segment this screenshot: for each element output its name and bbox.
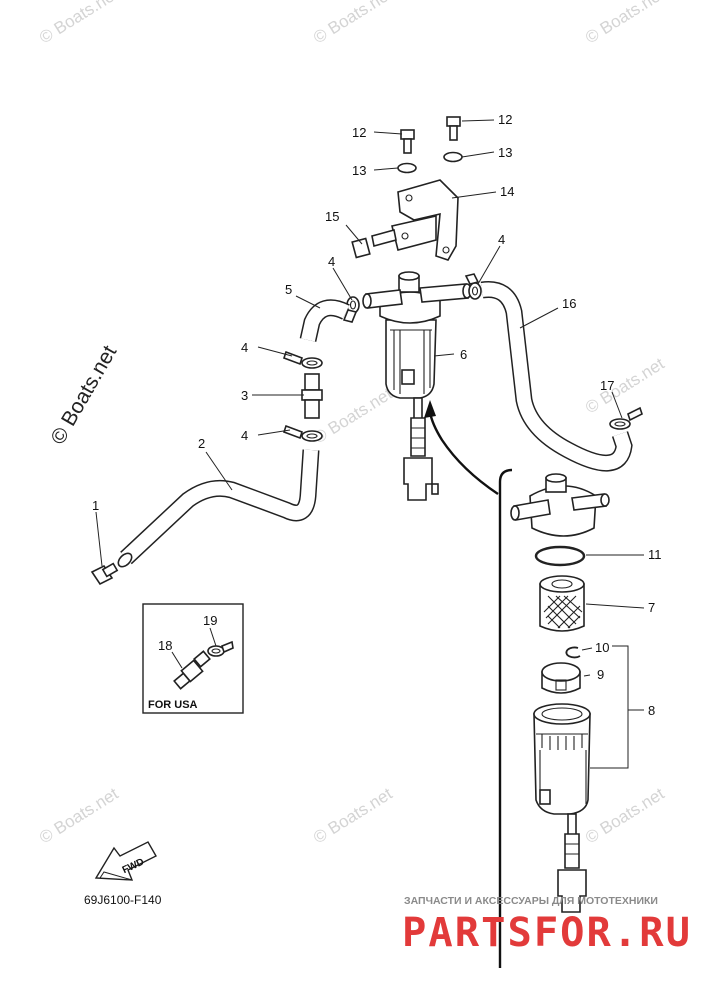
callout-4-filter-right: 4 <box>498 232 505 247</box>
watermark-mid-right: © Boats.net <box>582 354 668 417</box>
exploded-view-frame <box>498 468 513 968</box>
clip-17 <box>609 406 643 430</box>
bracket-14 <box>391 179 459 261</box>
callout-12-left: 12 <box>352 125 366 140</box>
washer-13-left <box>397 162 417 174</box>
callouts: 1 2 3 4 4 4 4 5 6 7 8 9 10 11 12 12 13 1… <box>92 112 662 718</box>
callout-5: 5 <box>285 282 292 297</box>
callout-7: 7 <box>648 600 655 615</box>
callout-4-filter-left: 4 <box>328 254 335 269</box>
callout-17: 17 <box>600 378 614 393</box>
callout-13-left: 13 <box>352 163 366 178</box>
diagram-code: 69J6100-F140 <box>84 893 162 907</box>
callout-12-right: 12 <box>498 112 512 127</box>
watermark-mid-center: © Boats.net <box>310 384 396 447</box>
inset-label: FOR USA <box>148 699 198 711</box>
washer-13-right <box>443 151 463 163</box>
joint-18 <box>173 650 211 690</box>
callout-15: 15 <box>325 209 339 224</box>
bolt-12-right <box>446 116 461 141</box>
inset-for-usa: FOR USA <box>142 603 244 714</box>
hose-5-inner <box>301 300 350 342</box>
direction-arrow <box>428 411 499 495</box>
clip-4-lower <box>282 424 323 442</box>
callout-9: 9 <box>597 667 604 682</box>
callout-19: 19 <box>203 613 217 628</box>
watermark-top-right: © Boats.net <box>582 0 668 47</box>
watermark-bottom-center: © Boats.net <box>310 784 396 847</box>
bolt-12-left <box>400 129 415 154</box>
watermark-bottom-left: © Boats.net <box>36 784 122 847</box>
callout-11: 11 <box>648 547 662 562</box>
footer-tagline: ЗАПЧАСТИ И АКСЕССУАРЫ ДЛЯ МОТОТЕХНИКИ <box>404 895 658 907</box>
filter-head <box>510 473 610 537</box>
plug-1 <box>90 562 119 586</box>
watermark-top-left: © Boats.net <box>36 0 122 47</box>
element-7 <box>539 575 585 632</box>
fwd-arrow-icon: FWD <box>94 841 157 881</box>
clip-4-upper <box>282 350 323 369</box>
cup-8 <box>533 703 591 913</box>
watermark-bottom-right: © Boats.net <box>582 784 668 847</box>
callout-8: 8 <box>648 703 655 718</box>
callout-13-right: 13 <box>498 145 512 160</box>
callout-6: 6 <box>460 347 467 362</box>
clip-4-filter-right <box>464 273 482 300</box>
fuel-filter-6 <box>362 271 472 501</box>
float-9 <box>541 662 581 694</box>
callout-1: 1 <box>92 498 99 513</box>
callout-16: 16 <box>562 296 576 311</box>
leader-lines <box>95 119 645 769</box>
footer-brand: PARTSFOR.RU <box>402 910 692 956</box>
callout-4-upper-left: 4 <box>241 340 248 355</box>
callout-18: 18 <box>158 638 172 653</box>
watermark-top-center: © Boats.net <box>310 0 396 47</box>
hose-2-inner <box>121 449 318 564</box>
screw-15 <box>351 229 397 259</box>
callout-3: 3 <box>241 388 248 403</box>
callout-14: 14 <box>500 184 514 199</box>
joint-3 <box>301 373 323 419</box>
watermark-side: © Boats.net <box>46 342 121 449</box>
hose-16-inner <box>480 282 632 471</box>
callout-4-lower-left: 4 <box>241 428 248 443</box>
spring-10 <box>565 646 581 659</box>
callout-2: 2 <box>198 436 205 451</box>
direction-arrow-head <box>424 400 436 418</box>
o-ring-11 <box>534 545 586 567</box>
hose-2-end <box>117 552 133 568</box>
callout-10: 10 <box>595 640 609 655</box>
